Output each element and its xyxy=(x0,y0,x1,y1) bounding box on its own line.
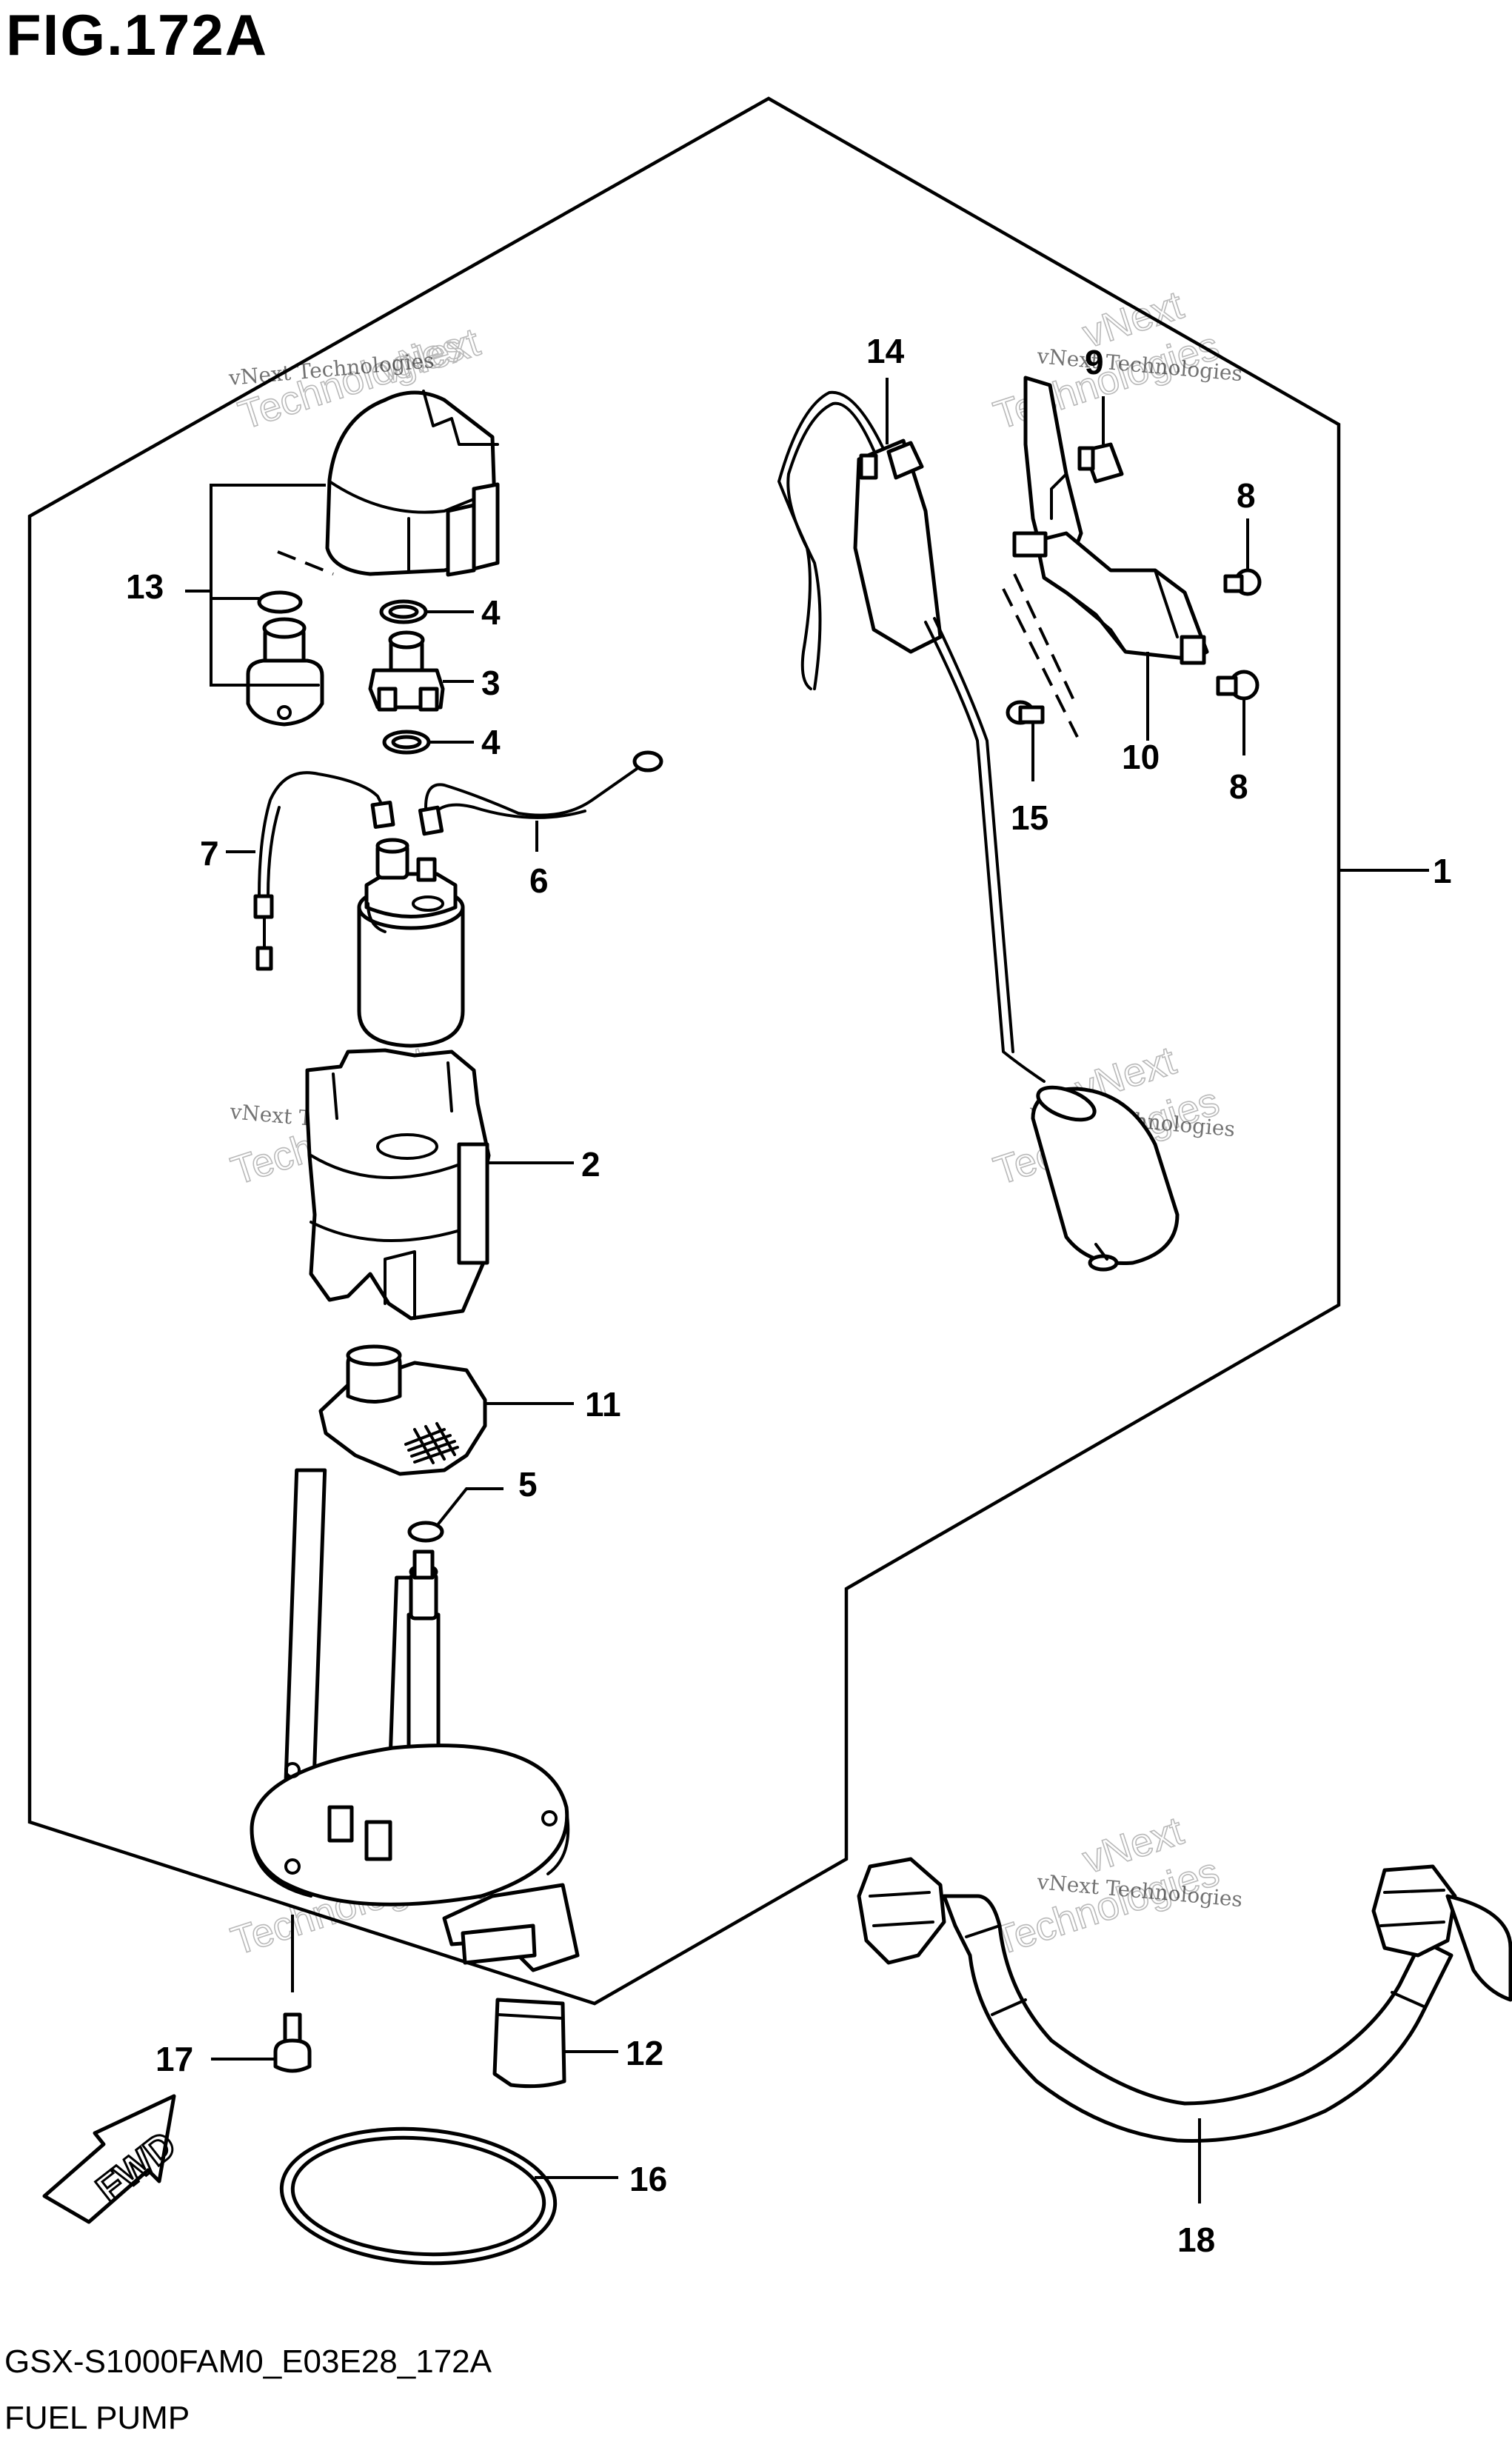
fuel-hose xyxy=(857,1857,1512,2143)
lead-wire-left xyxy=(253,771,395,971)
callout-10: 10 xyxy=(1122,738,1160,776)
alignment-dash-13 xyxy=(277,550,334,575)
callout-5: 5 xyxy=(518,1465,538,1504)
callout-12: 12 xyxy=(626,2034,663,2072)
callout-2: 2 xyxy=(581,1145,601,1184)
fwd-arrow-icon: FWD xyxy=(42,2094,185,2224)
screw-gauge xyxy=(1006,700,1045,725)
fuel-level-gauge xyxy=(777,390,1046,1083)
o-ring-lower-inner xyxy=(391,735,422,750)
drawing-code: GSX-S1000FAM0_E03E28_172A xyxy=(4,2343,492,2380)
regulator-cover xyxy=(325,390,500,577)
part-name: FUEL PUMP xyxy=(4,2400,190,2436)
callout-14: 14 xyxy=(866,332,905,370)
cushion-edge xyxy=(496,2013,564,2020)
callout-17: 17 xyxy=(155,2040,193,2078)
filter xyxy=(318,1344,487,1476)
lead-wire-right xyxy=(418,750,663,836)
callout-6: 6 xyxy=(529,861,549,900)
fuel-pump-motor xyxy=(357,838,465,1048)
callout-labels: 1 2 3 4 4 5 6 7 8 8 9 10 11 12 13 14 15 … xyxy=(126,332,1452,2259)
leader-lines xyxy=(185,378,1429,2203)
pump-base-plate xyxy=(250,1468,580,1972)
figure-title: FIG.172A xyxy=(6,2,269,67)
callout-1: 1 xyxy=(1433,852,1452,890)
filter-mesh xyxy=(404,1422,459,1464)
callout-4-upper: 4 xyxy=(481,593,501,632)
callout-9: 9 xyxy=(1085,343,1104,381)
callout-11: 11 xyxy=(585,1385,621,1424)
callout-15: 15 xyxy=(1011,798,1048,837)
cushion xyxy=(492,1998,566,2089)
screw-upper xyxy=(1223,568,1262,596)
callout-4-lower: 4 xyxy=(481,723,501,761)
alignment-dash-15 xyxy=(1013,573,1075,701)
bracket xyxy=(1012,376,1209,665)
pump-case xyxy=(305,1048,491,1321)
o-ring-upper-inner xyxy=(388,604,419,619)
float xyxy=(1031,1085,1180,1272)
assembly-frame xyxy=(27,96,1341,2006)
callout-18: 18 xyxy=(1177,2221,1215,2259)
o-ring-13 xyxy=(257,590,303,614)
callout-7: 7 xyxy=(200,834,219,873)
clip xyxy=(1077,442,1124,484)
callout-8-upper: 8 xyxy=(1237,476,1256,515)
pressure-regulator xyxy=(246,617,324,727)
bolt xyxy=(273,2012,312,2073)
screw-lower xyxy=(1216,670,1260,701)
callout-3: 3 xyxy=(481,664,501,702)
callout-13: 13 xyxy=(126,567,164,606)
o-ring-small xyxy=(407,1521,444,1543)
valve-fitting xyxy=(368,630,445,712)
callout-8-lower: 8 xyxy=(1229,767,1248,806)
callout-16: 16 xyxy=(629,2160,667,2198)
gasket-ring xyxy=(279,2126,558,2266)
